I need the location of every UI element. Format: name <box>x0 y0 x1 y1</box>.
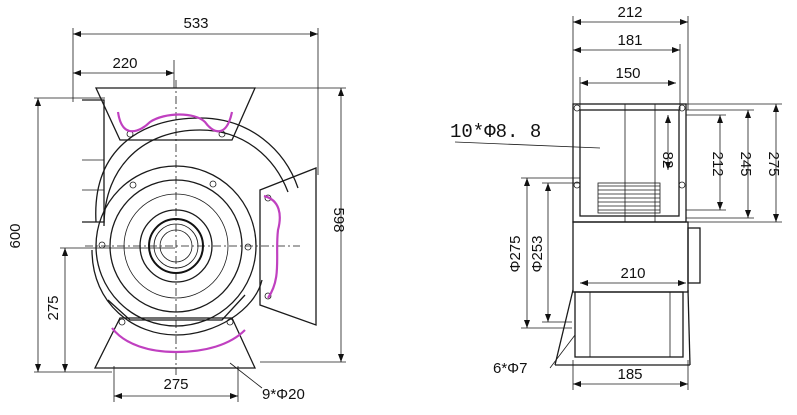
front-view: 533 220 600 275 598 275 9*Φ20 <box>7 15 347 403</box>
dim-533-label: 533 <box>183 15 208 32</box>
dim-245-label: 245 <box>737 151 754 176</box>
dim-598-label: 598 <box>330 207 347 232</box>
side-view: 212 181 150 10*Φ8. 8 <box>450 4 782 390</box>
dim-181-label: 181 <box>617 32 642 49</box>
dim-220-label: 220 <box>112 55 137 72</box>
dim-275-right-label: 275 <box>765 151 782 176</box>
holes-9-phi20-label: 9*Φ20 <box>262 386 305 403</box>
dim-212-top-label: 212 <box>617 4 642 21</box>
dim-212-vertical-label: 212 <box>709 151 726 176</box>
holes-6-phi7-label: 6*Φ7 <box>493 360 528 377</box>
dim-150-label: 150 <box>615 65 640 82</box>
dim-275-vertical-label: 275 <box>45 295 62 320</box>
grille <box>597 182 661 214</box>
dim-phi253-label: Φ253 <box>529 236 546 273</box>
dim-82-label: 82 <box>659 152 676 169</box>
dim-275-horizontal-label: 275 <box>163 376 188 393</box>
dim-185-label: 185 <box>617 366 642 383</box>
dim-210-label: 210 <box>620 265 645 282</box>
dim-phi275-label: Φ275 <box>507 236 524 273</box>
dim-600-label: 600 <box>7 223 24 248</box>
holes-10-phi8-8-label: 10*Φ8. 8 <box>450 121 541 143</box>
